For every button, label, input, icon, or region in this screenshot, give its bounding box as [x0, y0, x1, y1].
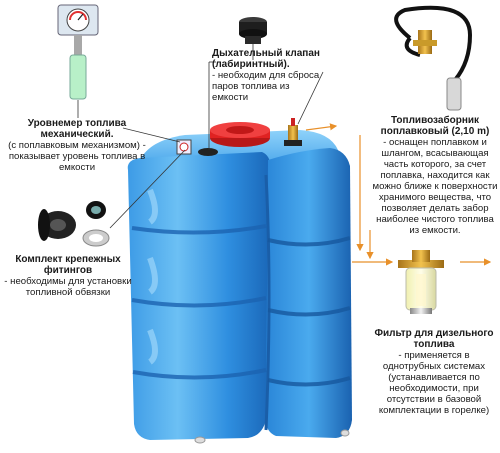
valve-on-tank: [198, 148, 218, 156]
breather-valve-label: Дыхательный клапан (лабиринтный). - необ…: [212, 48, 322, 103]
diesel-filter-image: [398, 250, 444, 314]
fuel-intake-title: Топливозаборник поплавковый (2,10 m): [380, 115, 490, 137]
intake-fitting-on-tank: [284, 118, 302, 146]
breather-valve-image: [239, 17, 267, 44]
fittings-kit-description: - необходимы для установки топливной обв…: [4, 276, 132, 298]
flow-arrows: [305, 123, 492, 266]
diesel-filter-title: Фильтр для дизельного топлива: [374, 328, 494, 350]
fuel-intake-label: Топливозаборник поплавковый (2,10 m) - о…: [372, 115, 498, 236]
level-gauge-title: Уровнемер топлива механический.: [27, 118, 127, 140]
breather-valve-description: - необходим для сброса паров топлива из …: [212, 70, 320, 103]
level-gauge-label: Уровнемер топлива механический. (с попла…: [2, 118, 152, 173]
fuel-intake-image: [394, 5, 473, 111]
fuel-intake-description: - оснащен поплавком и шлангом, всасывающ…: [372, 137, 498, 236]
diesel-filter-description: - применяется в однотрубных системах (ус…: [378, 350, 490, 416]
plastic-tank: [127, 130, 352, 444]
tank-right-section: [266, 148, 352, 438]
diesel-filter-label: Фильтр для дизельного топлива - применяе…: [370, 328, 498, 416]
level-gauge-image: [57, 4, 99, 100]
fittings-kit-image: [38, 201, 110, 247]
filler-cap: [210, 122, 270, 147]
leader-lines: [77, 44, 324, 229]
breather-valve-title: Дыхательный клапан (лабиринтный).: [212, 48, 320, 70]
fittings-kit-label: Комплект крепежных фитингов - необходимы…: [2, 254, 134, 298]
tank-left-section: [127, 152, 271, 440]
fittings-kit-title: Комплект крепежных фитингов: [15, 254, 121, 276]
gauge-on-tank: [176, 139, 192, 155]
level-gauge-description: (с поплавковым механизмом) - показывает …: [8, 140, 146, 173]
